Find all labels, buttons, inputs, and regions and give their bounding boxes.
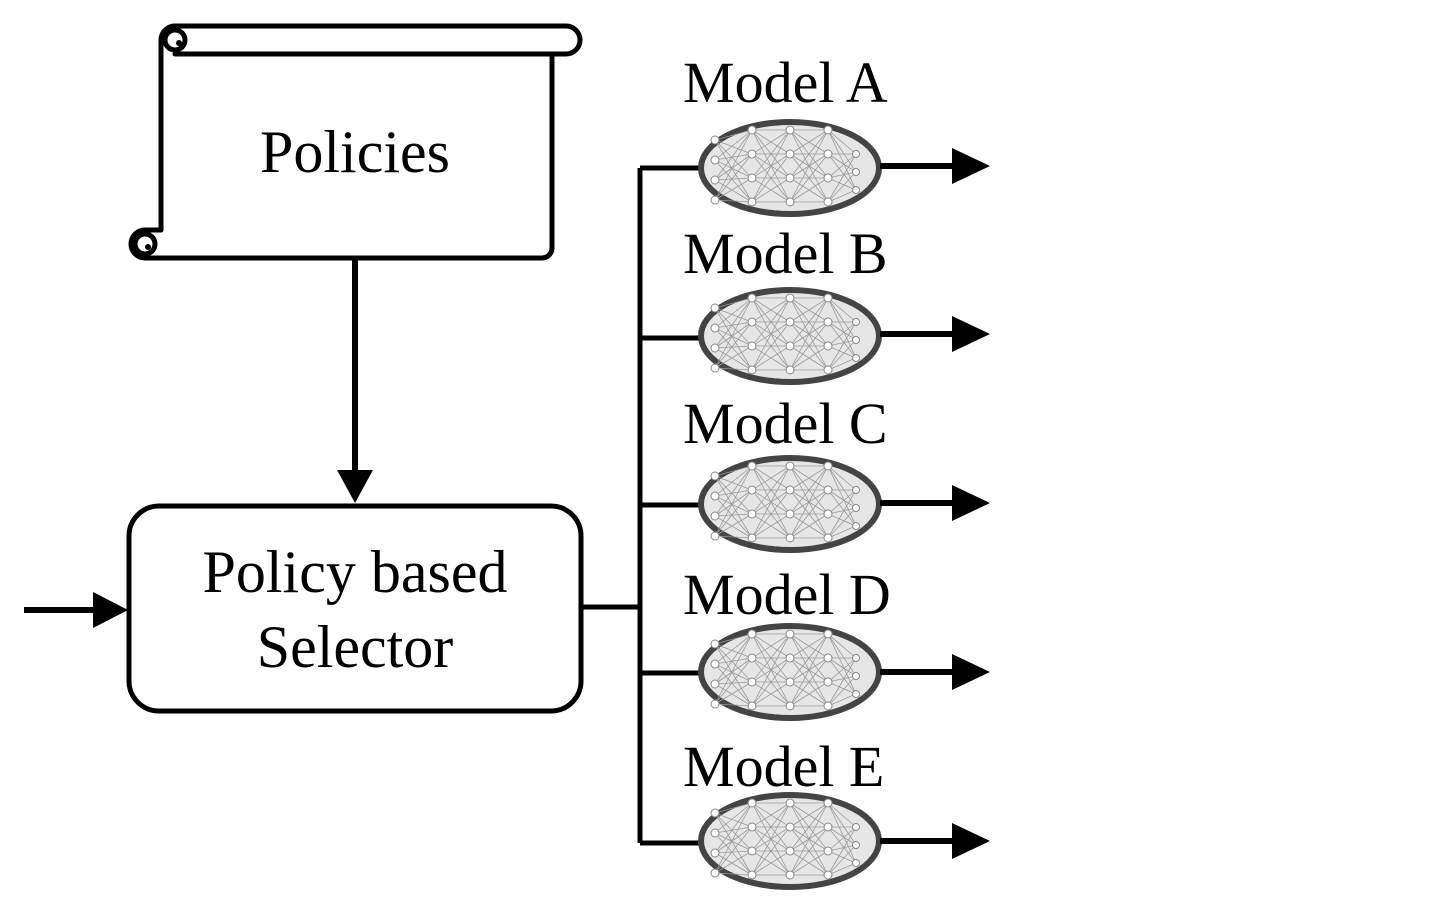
policies-scroll: Policies [128,23,583,261]
model-c-label: Model C [683,391,888,456]
policies-label: Policies [260,119,450,185]
neural-network-icon [701,458,879,550]
model-b-label: Model B [683,221,888,286]
model-d-output-arrow [952,654,990,690]
model-e-label: Model E [683,734,884,799]
model-d: Model D [640,562,990,718]
model-a-label: Model A [683,50,888,115]
model-b: Model B [640,221,990,382]
model-b-output-arrow [952,316,990,352]
neural-network-icon [701,290,879,382]
selector-label-line2: Selector [257,614,454,680]
model-c-output-arrow [952,485,990,521]
model-a: Model A [640,50,990,214]
policies-to-selector-arrow [337,258,373,503]
selector-to-models-connector [581,168,643,843]
model-c: Model C [640,391,990,550]
model-e: Model E [640,734,990,887]
neural-network-icon [701,122,879,214]
neural-network-icon [701,795,879,887]
input-arrow [24,592,128,628]
policy-based-selector-box: Policy based Selector [126,503,584,714]
selector-label-line1: Policy based [203,539,508,605]
model-a-output-arrow [952,148,990,184]
model-d-label: Model D [683,562,891,627]
model-e-output-arrow [952,823,990,859]
neural-network-icon [701,626,879,718]
